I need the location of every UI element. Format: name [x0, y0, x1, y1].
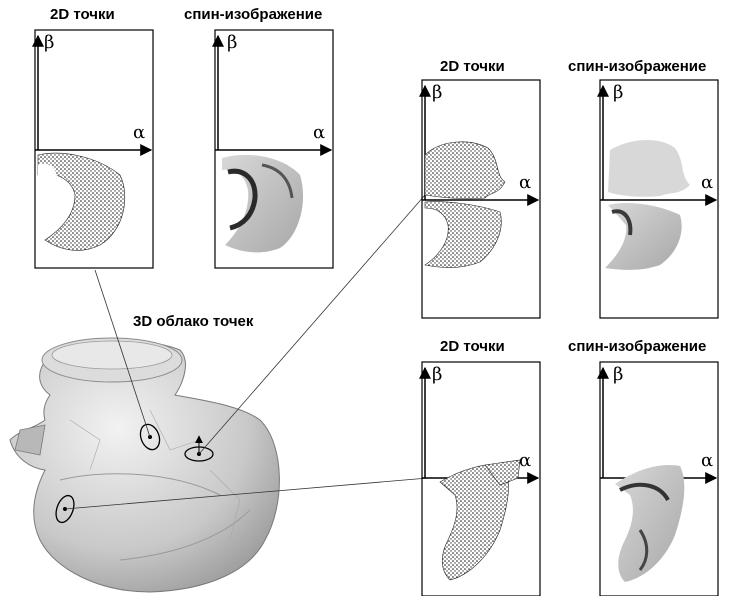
title-2d-points-2: 2D точки: [440, 58, 505, 75]
alpha-label-4: α: [701, 174, 713, 192]
title-spin-image-1: спин-изображение: [184, 6, 322, 23]
beta-label-6: β: [613, 366, 623, 384]
beta-label-5: β: [432, 366, 442, 384]
beta-label-4: β: [613, 84, 623, 102]
panel-2d-points-2: [422, 80, 540, 318]
alpha-label-3: α: [519, 174, 531, 192]
alpha-label-1: α: [133, 124, 145, 142]
alpha-label-6: α: [701, 452, 713, 470]
alpha-label-5: α: [519, 452, 531, 470]
beta-label-2: β: [227, 34, 237, 52]
panel-spin-image-2: [600, 80, 718, 318]
duck-3d-model: [10, 338, 279, 592]
panel-spin-image-3: [600, 362, 718, 596]
title-spin-image-2: спин-изображение: [568, 58, 706, 75]
panel-2d-points-3: [422, 362, 540, 596]
beta-label-3: β: [432, 84, 442, 102]
title-2d-points-1: 2D точки: [50, 6, 115, 23]
title-2d-points-3: 2D точки: [440, 338, 505, 355]
title-spin-image-3: спин-изображение: [568, 338, 706, 355]
title-3d-point-cloud: 3D облако точек: [133, 313, 253, 330]
beta-label-1: β: [44, 34, 54, 52]
panel-spin-image-1: [215, 30, 333, 268]
alpha-label-2: α: [313, 124, 325, 142]
panel-2d-points-1: [35, 30, 153, 268]
